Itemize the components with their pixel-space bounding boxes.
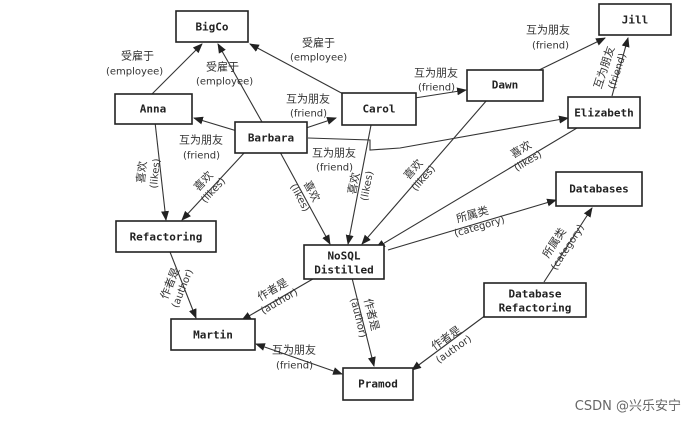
label-barbara-elizabeth-zh: 互为朋友 bbox=[312, 146, 356, 160]
label-carol-bigco-en: (employee) bbox=[290, 53, 347, 64]
node-dawn: Dawn bbox=[466, 69, 544, 102]
node-label-elizabeth: Elizabeth bbox=[574, 107, 634, 120]
edge-barbara-carol bbox=[305, 117, 337, 129]
label-dawn-jill-en: (friend) bbox=[532, 41, 569, 52]
node-jill: Jill bbox=[598, 3, 672, 36]
edge-dawn-nosql bbox=[361, 99, 488, 245]
node-label-nosql-line2: Distilled bbox=[314, 264, 374, 277]
edge-elizabeth-jill bbox=[611, 37, 630, 97]
node-nosql-distilled: NoSQL Distilled bbox=[303, 244, 385, 280]
edge-nosql-martin bbox=[241, 275, 319, 321]
node-database-refactoring: Database Refactoring bbox=[483, 282, 587, 318]
node-label-martin: Martin bbox=[193, 329, 233, 342]
node-label-refactoring: Refactoring bbox=[130, 231, 203, 244]
node-anna: Anna bbox=[114, 93, 193, 125]
label-barbara-carol-zh: 互为朋友 bbox=[286, 92, 330, 106]
label-anna-refactoring-zh: 喜欢 bbox=[133, 160, 149, 183]
label-barbara-elizabeth-en: (friend) bbox=[316, 163, 353, 174]
node-databases: Databases bbox=[555, 171, 643, 207]
edge-carol-bigco bbox=[249, 43, 348, 97]
label-barbara-anna-zh: 互为朋友 bbox=[179, 133, 223, 147]
label-carol-nosql-zh: 喜欢 bbox=[344, 171, 362, 195]
edge-carol-nosql bbox=[345, 119, 373, 245]
label-carol-dawn-en: (friend) bbox=[418, 83, 455, 94]
nodes: BigCo Jill Anna Carol Dawn Elizabeth Bar… bbox=[114, 3, 672, 401]
node-label-databases: Databases bbox=[569, 183, 629, 196]
label-barbara-bigco-zh: 受雇于 bbox=[206, 60, 239, 74]
edges bbox=[151, 37, 630, 375]
edge-anna-refactoring bbox=[154, 121, 169, 221]
node-label-barbara: Barbara bbox=[248, 132, 294, 145]
node-label-jill: Jill bbox=[622, 14, 649, 27]
edge-martin-pramod bbox=[255, 343, 343, 375]
edge-barbara-anna bbox=[193, 116, 238, 132]
label-barbara-carol-en: (friend) bbox=[290, 109, 327, 120]
node-barbara: Barbara bbox=[234, 121, 308, 154]
edge-dbref-pramod bbox=[411, 311, 491, 371]
edge-nosql-databases bbox=[387, 198, 557, 251]
edge-refactoring-martin bbox=[169, 251, 197, 319]
label-anna-bigco-en: (employee) bbox=[106, 67, 163, 78]
node-label-pramod: Pramod bbox=[358, 378, 398, 391]
node-carol: Carol bbox=[341, 92, 417, 126]
label-anna-refactoring-en: (likes) bbox=[149, 158, 163, 189]
node-pramod: Pramod bbox=[342, 367, 414, 401]
node-refactoring: Refactoring bbox=[115, 220, 217, 253]
node-label-anna: Anna bbox=[140, 103, 167, 116]
edge-nosql-pramod bbox=[351, 277, 376, 367]
label-anna-bigco-zh: 受雇于 bbox=[121, 49, 154, 63]
edge-anna-bigco bbox=[151, 43, 203, 95]
node-label-dbref-line2: Refactoring bbox=[499, 302, 572, 315]
label-barbara-anna-en: (friend) bbox=[183, 151, 220, 162]
edge-barbara-nosql bbox=[279, 151, 331, 245]
watermark: CSDN @兴乐安宁 bbox=[574, 399, 681, 414]
node-martin: Martin bbox=[170, 318, 256, 351]
edge-barbara-elizabeth bbox=[307, 115, 569, 151]
node-bigco: BigCo bbox=[175, 10, 249, 43]
edge-barbara-refactoring bbox=[181, 151, 246, 221]
label-martin-pramod-en: (friend) bbox=[276, 361, 313, 372]
label-carol-bigco-zh: 受雇于 bbox=[302, 36, 335, 50]
node-elizabeth: Elizabeth bbox=[567, 96, 641, 129]
label-carol-dawn-zh: 互为朋友 bbox=[414, 66, 458, 80]
edge-elizabeth-nosql bbox=[375, 124, 583, 249]
label-dawn-jill-zh: 互为朋友 bbox=[526, 23, 570, 37]
node-label-carol: Carol bbox=[362, 103, 395, 116]
edge-barbara-bigco bbox=[217, 43, 263, 123]
edge-dawn-jill bbox=[534, 37, 606, 73]
label-barbara-bigco-en: (employee) bbox=[196, 77, 253, 88]
node-label-dawn: Dawn bbox=[492, 79, 519, 92]
label-martin-pramod-zh: 互为朋友 bbox=[272, 343, 316, 357]
node-label-dbref-line1: Database bbox=[509, 288, 562, 301]
node-label-nosql-line1: NoSQL bbox=[327, 250, 360, 263]
node-label-bigco: BigCo bbox=[195, 21, 228, 34]
edge-dbref-databases bbox=[543, 207, 593, 283]
